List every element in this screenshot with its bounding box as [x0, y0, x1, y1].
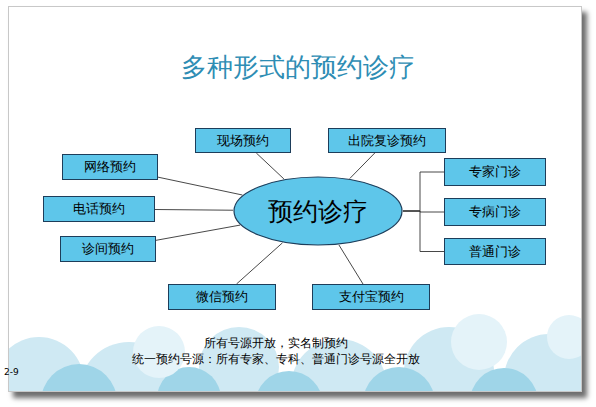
connector-line — [155, 209, 233, 211]
connector-line — [350, 153, 375, 179]
center-label: 预约诊疗 — [268, 195, 368, 228]
box-label: 专家门诊 — [469, 163, 521, 181]
center-ellipse: 预约诊疗 — [233, 176, 403, 246]
connector-line — [339, 245, 363, 284]
method-box: 诊间预约 — [60, 236, 156, 262]
box-label: 出院复诊预约 — [348, 132, 426, 150]
connector-line — [158, 177, 242, 195]
box-label: 专病门诊 — [469, 203, 521, 221]
method-box: 微信预约 — [168, 284, 276, 310]
method-box: 现场预约 — [195, 128, 291, 153]
connector-line — [403, 211, 444, 252]
box-label: 诊间预约 — [82, 240, 134, 258]
box-label: 微信预约 — [196, 288, 248, 306]
connector-line — [256, 153, 284, 179]
box-label: 支付宝预约 — [339, 288, 404, 306]
method-box: 电话预约 — [43, 196, 155, 222]
method-box: 支付宝预约 — [312, 284, 430, 310]
slide-title: 多种形式的预约诊疗 — [0, 50, 596, 85]
connector-line — [156, 225, 240, 240]
method-box: 出院复诊预约 — [328, 128, 446, 153]
method-box: 普通门诊 — [444, 238, 546, 265]
footnote-text: 所有号源开放，实名制预约 — [204, 335, 348, 352]
method-box: 专家门诊 — [444, 158, 546, 186]
method-box: 专病门诊 — [444, 198, 546, 226]
method-box: 网络预约 — [62, 154, 158, 180]
box-label: 电话预约 — [73, 200, 125, 218]
page-number: 2-9 — [4, 367, 19, 377]
box-label: 网络预约 — [84, 158, 136, 176]
box-label: 普通门诊 — [469, 243, 521, 261]
connector-line — [403, 172, 444, 211]
footnote-text: 统一预约号源：所有专家、专科、普通门诊号源全开放 — [132, 351, 420, 368]
box-label: 现场预约 — [217, 132, 269, 150]
connector-line — [237, 243, 283, 284]
